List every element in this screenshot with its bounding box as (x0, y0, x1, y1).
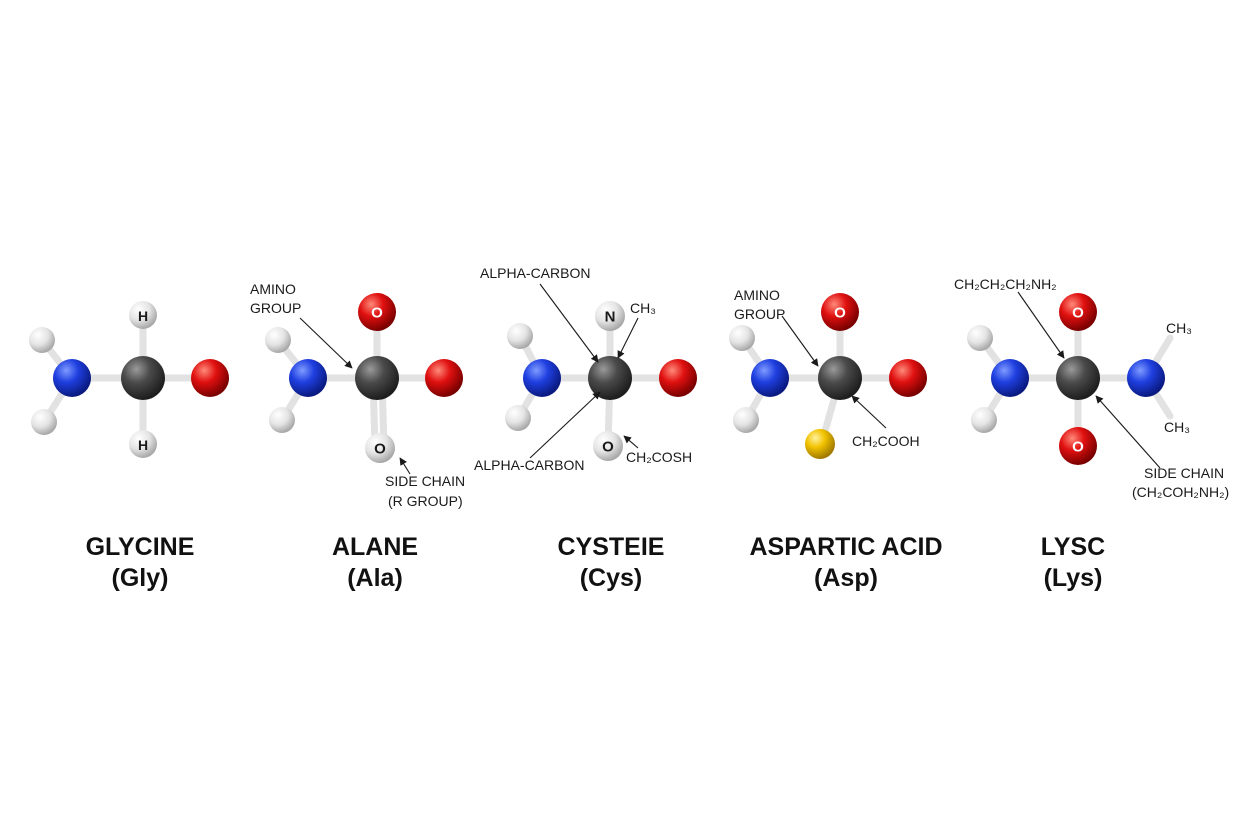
atom-label: H (138, 308, 148, 324)
annotation-label: CH₃ (630, 300, 656, 316)
annotation-label: SIDE CHAIN (R GROUP) (385, 473, 469, 509)
carbon-atom (121, 356, 165, 400)
atom-label: N (605, 309, 616, 326)
annotation-label: CH₂COSH (626, 449, 692, 465)
molecule-alane: O O AMINO GROUP SIDE CHAIN (R GROUP) ALA… (250, 281, 469, 592)
oxygen-atom (425, 359, 463, 397)
nitrogen-atom (751, 359, 789, 397)
oxygen-atom (358, 293, 396, 331)
molecule-abbr: (Lys) (1044, 564, 1103, 592)
molecule-name: CYSTEIE (558, 533, 665, 561)
hydrogen-atom (729, 325, 755, 351)
annotation-arrow (299, 317, 353, 369)
oxygen-atom (365, 433, 395, 463)
carbon-atom (588, 356, 632, 400)
annotation-arrow (529, 391, 601, 459)
annotation-line: (CH₂COH₂NH₂) (1132, 484, 1229, 500)
oxygen-atom (659, 359, 697, 397)
annotation-line: AMINO (734, 287, 780, 303)
annotation-arrow (1095, 395, 1161, 469)
nitrogen-atom (523, 359, 561, 397)
nitrogen-atom (595, 301, 625, 331)
annotation-line: SIDE CHAIN (385, 473, 465, 489)
annotation-line: (R GROUP) (388, 493, 463, 509)
molecule-cysteie: N O ALPHA-CARBON CH₃ ALPHA-CARBON CH₂COS… (474, 265, 697, 592)
hydrogen-atom (971, 407, 997, 433)
hydrogen-atom (29, 327, 55, 353)
annotation-arrow (617, 317, 639, 359)
annotation-label: ALPHA-CARBON (480, 265, 590, 281)
atom-label: O (371, 305, 383, 322)
annotation-label: AMINO GROUP (734, 287, 785, 322)
atom-label: O (602, 439, 614, 456)
oxygen-atom (1059, 427, 1097, 465)
annotation-label: CH₃ (1164, 419, 1190, 435)
annotation-arrow (399, 457, 411, 475)
atom-label: O (374, 441, 386, 458)
annotation-arrow (781, 315, 819, 367)
molecule-name: ALANE (332, 533, 418, 561)
atom-label: O (1072, 439, 1084, 456)
nitrogen-atom (289, 359, 327, 397)
annotation-label: SIDE CHAIN (CH₂COH₂NH₂) (1132, 465, 1229, 500)
oxygen-atom (1059, 293, 1097, 331)
hydrogen-atom (265, 327, 291, 353)
annotation-label: CH₂COOH (852, 433, 920, 449)
annotation-arrow (539, 283, 599, 363)
hydrogen-atom (31, 409, 57, 435)
molecule-abbr: (Ala) (347, 564, 403, 592)
hydrogen-atom (507, 323, 533, 349)
molecule-abbr: (Asp) (814, 564, 878, 592)
oxygen-atom (191, 359, 229, 397)
molecule-aspartic-acid: O AMINO GROUP CH₂COOH ASPARTIC ACID (Asp… (729, 287, 943, 592)
annotation-label: CH₃ (1166, 320, 1192, 336)
oxygen-atom (593, 431, 623, 461)
hydrogen-atom (505, 405, 531, 431)
annotation-arrow (623, 435, 639, 449)
sulfur-atom (805, 429, 835, 459)
molecule-name: LYSC (1041, 533, 1105, 561)
annotation-line: GROUP (734, 306, 785, 322)
annotation-label: AMINO GROUP (250, 281, 301, 316)
nitrogen-atom (1127, 359, 1165, 397)
annotation-line: GROUP (250, 300, 301, 316)
molecule-lysc: O O CH₂CH₂CH₂NH₂ CH₃ CH₃ SIDE CHAIN (CH₂… (954, 276, 1229, 592)
molecule-glycine: H H GLYCINE (Gly) (29, 301, 229, 592)
atom-label: O (834, 305, 846, 322)
hydrogen-atom (967, 325, 993, 351)
atom-label: H (138, 437, 148, 453)
annotation-label: CH₂CH₂CH₂NH₂ (954, 276, 1057, 292)
molecule-name: GLYCINE (86, 533, 195, 561)
annotation-line: SIDE CHAIN (1144, 465, 1224, 481)
nitrogen-atom (991, 359, 1029, 397)
annotation-line: AMINO (250, 281, 296, 297)
annotation-arrow (1017, 291, 1065, 359)
oxygen-atom (889, 359, 927, 397)
carbon-atom (1056, 356, 1100, 400)
annotation-arrow (851, 395, 887, 429)
nitrogen-atom (53, 359, 91, 397)
hydrogen-atom (129, 301, 157, 329)
hydrogen-atom (733, 407, 759, 433)
hydrogen-atom (129, 430, 157, 458)
atom-label: O (1072, 305, 1084, 322)
carbon-atom (818, 356, 862, 400)
molecule-abbr: (Cys) (580, 564, 643, 592)
molecule-name: ASPARTIC ACID (749, 533, 942, 561)
molecule-abbr: (Gly) (112, 564, 169, 592)
oxygen-atom (821, 293, 859, 331)
annotation-label: ALPHA-CARBON (474, 457, 584, 473)
carbon-atom (355, 356, 399, 400)
hydrogen-atom (269, 407, 295, 433)
